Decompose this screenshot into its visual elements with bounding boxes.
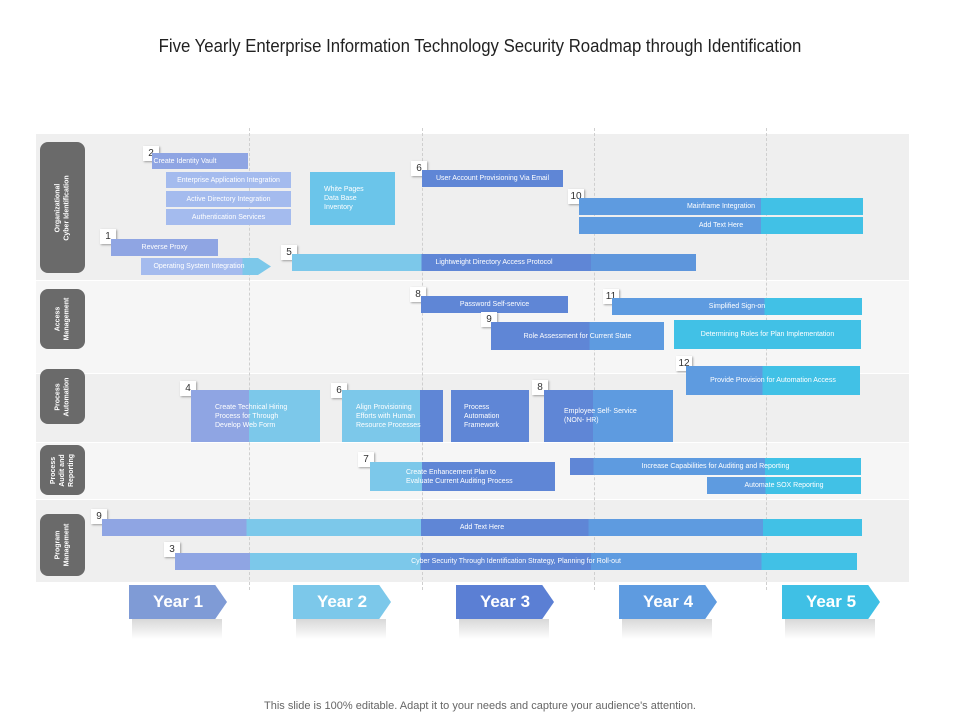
- year-5-arrow: Year 5: [782, 585, 880, 619]
- task-ldap: Lightweight Directory Access Protocol: [292, 254, 696, 271]
- task-active-directory-integration: Active Directory Integration: [166, 191, 291, 207]
- task-increase-capabilities: Increase Capabilities for Auditing and R…: [570, 458, 861, 475]
- task-determining-roles: Determining Roles for Plan Implementatio…: [674, 320, 861, 349]
- year-4-arrow: Year 4: [619, 585, 717, 619]
- task-enterprise-app-integration: Enterprise Application Integration: [166, 172, 291, 188]
- row-label-program-management: Program Management: [40, 514, 85, 576]
- slide-title: Five Yearly Enterprise Information Techn…: [158, 36, 802, 56]
- row-label-process-automation: Process Automation: [40, 369, 85, 424]
- task-os-integration: Operating System Integration: [141, 258, 271, 275]
- task-create-technical-hiring: Create Technical Hiring Process for Thro…: [191, 390, 320, 442]
- year-divider: [766, 128, 767, 590]
- task-provide-provision: Provide Provision for Automation Access: [686, 366, 860, 395]
- row-label-org-cyber-identification: Organizational Cyber Identification: [40, 142, 85, 273]
- task-reverse-proxy: Reverse Proxy: [111, 239, 218, 256]
- task-program-add-text-here: Add Text Here: [102, 519, 862, 536]
- year-2-arrow: Year 2: [293, 585, 391, 619]
- task-create-enhancement-plan: Create Enhancement Plan to Evaluate Curr…: [370, 462, 555, 491]
- task-process-automation-framework: Process Automation Framework: [451, 390, 529, 442]
- footer-note: This slide is 100% editable. Adapt it to…: [264, 700, 696, 712]
- task-user-account-provisioning: User Account Provisioning Via Email: [422, 170, 563, 187]
- task-simplified-sign-on: Simplified Sign-on: [612, 298, 862, 315]
- task-password-self-service: Password Self-service: [421, 296, 568, 313]
- year-1-arrow: Year 1: [129, 585, 227, 619]
- year-3-arrow: Year 3: [456, 585, 554, 619]
- year-shadow: [296, 619, 386, 639]
- task-employee-self-service: Employee Self- Service (NON- HR): [544, 390, 673, 442]
- row-label-process-audit: Process Audit and Reporting: [40, 445, 85, 495]
- year-shadow: [459, 619, 549, 639]
- task-cyber-security-strategy: Cyber Security Through Identification St…: [175, 553, 857, 570]
- task-authentication-services: Authentication Services: [166, 209, 291, 225]
- task-white-pages: White Pages Data Base Inventory: [310, 172, 395, 225]
- task-align-provisioning: Align Provisioning Efforts with Human Re…: [342, 390, 443, 442]
- year-divider: [594, 128, 595, 590]
- year-divider: [422, 128, 423, 590]
- task-role-assessment: Role Assessment for Current State: [491, 322, 664, 350]
- row-label-access-management: Access Management: [40, 289, 85, 349]
- task-create-identity-vault: Create Identity Vault: [152, 153, 248, 169]
- year-shadow: [622, 619, 712, 639]
- task-mainframe-integration: Mainframe Integration: [579, 198, 863, 215]
- year-divider: [249, 128, 250, 590]
- year-shadow: [785, 619, 875, 639]
- task-automate-sox: Automate SOX Reporting: [707, 477, 861, 494]
- year-shadow: [132, 619, 222, 639]
- task-add-text-here: Add Text Here: [579, 217, 863, 234]
